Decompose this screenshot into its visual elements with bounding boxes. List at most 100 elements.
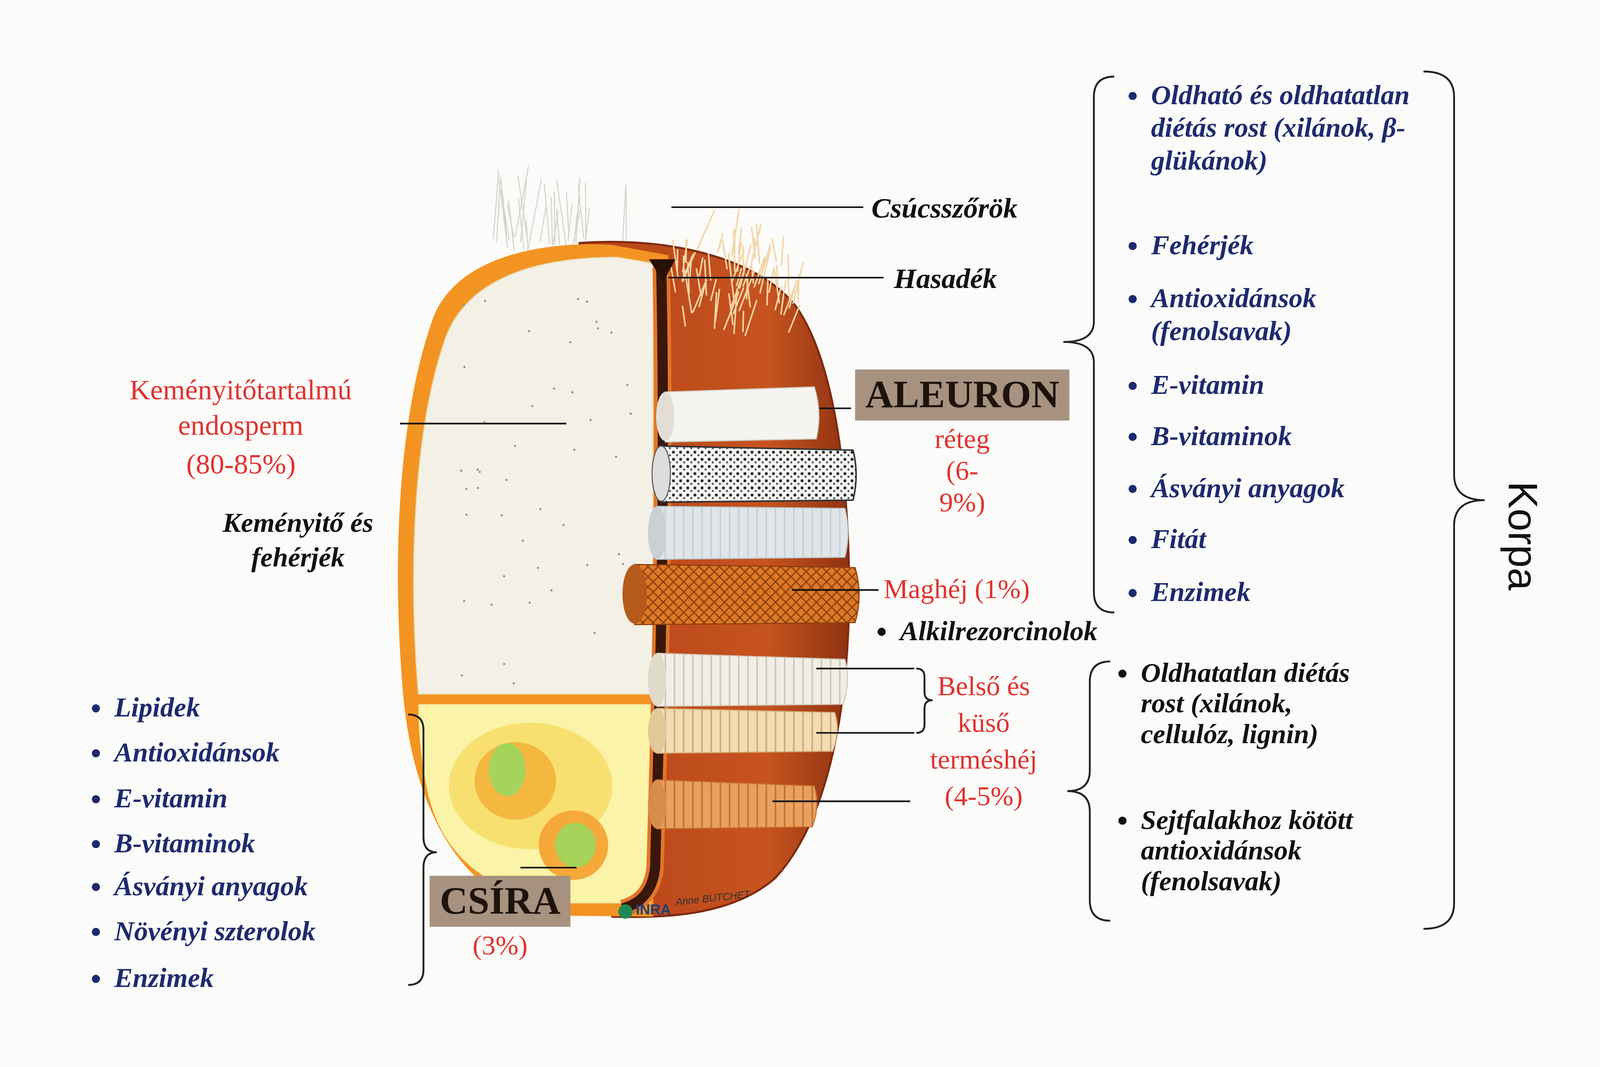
endosperm-dots [484, 299, 487, 302]
percentage: (80-85%) [186, 447, 296, 481]
tip-hairs [775, 286, 782, 310]
bran-layers [657, 708, 838, 754]
tip-hairs [692, 279, 707, 313]
tip-hairs [551, 197, 553, 249]
tip-hairs [708, 252, 711, 281]
tip-hairs [566, 191, 569, 238]
tip-hairs [780, 280, 786, 315]
endosperm-dots [460, 297, 635, 685]
endosperm-dots [626, 383, 629, 386]
percentage: (3%) [472, 929, 528, 961]
list-item: Enzimek [114, 962, 214, 995]
tip-hairs [751, 224, 762, 263]
bran-layers [657, 779, 817, 829]
bran-layers [647, 652, 667, 706]
tip-hairs [507, 203, 515, 238]
list-item: Ásványi anyagok [114, 870, 308, 903]
endosperm-dots [463, 365, 466, 368]
list-item: Ásványi anyagok [1150, 472, 1437, 505]
leader-lines [791, 589, 879, 591]
endosperm-dots [502, 575, 505, 578]
endosperm-dots [500, 514, 503, 517]
leader-lines [520, 866, 577, 869]
bran-layers [652, 445, 671, 501]
list-item: Fitát [1150, 523, 1437, 556]
endosperm-dots [622, 562, 625, 565]
endosperm-dots [536, 566, 539, 569]
tip-hairs [788, 304, 800, 333]
leader-lines [816, 731, 915, 734]
endosperm-dots [539, 507, 542, 510]
tip-hairs [781, 236, 784, 266]
group-label: Korpa [1498, 481, 1547, 590]
list-item: Enzimek [1150, 576, 1437, 610]
brackets [1067, 661, 1111, 921]
brackets [916, 668, 933, 733]
tip-hairs [520, 180, 527, 243]
leader-lines [772, 800, 911, 802]
list-item: Oldható és oldhatatlan diétás rost (xilá… [1150, 79, 1437, 178]
tip-hairs [728, 293, 733, 325]
bran-layers [622, 386, 860, 829]
list-item: Sejtfalakhoz kötött antioxidánsok (fenol… [1140, 804, 1386, 897]
tip-hairs [754, 256, 765, 288]
endosperm-dots [462, 599, 465, 602]
tip-hairs [690, 257, 692, 279]
tip-hairs [493, 176, 499, 240]
tip-hairs [737, 241, 742, 272]
content-note: Keményitő és fehérjék [208, 506, 388, 575]
list-item: E-vitamin [114, 782, 228, 815]
bran-layers [647, 779, 667, 829]
endosperm-dots [552, 387, 555, 390]
tip-hairs [787, 253, 789, 280]
tip-hairs [622, 184, 626, 250]
germ-part [538, 810, 609, 880]
tip-hairs [500, 176, 508, 248]
endosperm-dots [595, 320, 598, 323]
list-item: E-vitamin [1150, 369, 1437, 403]
leader-lines [400, 422, 567, 425]
endosperm-dots [531, 405, 534, 408]
endosperm-dots [527, 330, 530, 333]
tip-hairs [625, 190, 628, 242]
tip-hairs [722, 239, 728, 270]
endosperm-dots [593, 631, 596, 634]
germ [418, 704, 653, 904]
leader-lines [816, 667, 915, 670]
section-box: CSÍRA(3%) [429, 875, 571, 961]
watermark: Anne BUTCHET [675, 888, 751, 909]
part-label: Hasadék [893, 261, 998, 295]
germ-part [555, 822, 596, 868]
tip-hairs [682, 239, 688, 273]
bran-layers [656, 391, 675, 441]
tip-hairs [715, 288, 720, 321]
brackets [1063, 76, 1115, 613]
list-item: B-vitaminok [1150, 420, 1437, 453]
bran-layers [647, 506, 667, 560]
germ-part [488, 742, 526, 796]
tip-hairs [733, 229, 735, 272]
bran-layers [665, 386, 820, 442]
endosperm-dots [476, 486, 479, 489]
part-label: Csúcsszőrök [871, 190, 1018, 225]
endosperm-dots [610, 331, 613, 334]
endosperm-dots [569, 340, 572, 343]
endosperm [413, 257, 654, 694]
bran-layers [657, 506, 848, 560]
endosperm-dots [571, 390, 574, 393]
germ-part [474, 741, 557, 820]
list-item: B-vitaminok [114, 827, 255, 860]
endosperm-dots [550, 588, 553, 591]
tip-hairs [575, 177, 580, 243]
tip-hairs [696, 210, 715, 251]
list-item: Alkilrezorcinolok [900, 615, 1098, 648]
tip-hairs [554, 191, 555, 250]
percentage: réteg (6-9%) [934, 423, 990, 519]
part-label: Maghéj (1%) [883, 573, 1030, 606]
tip-hairs [710, 279, 717, 301]
endosperm-dots [462, 303, 465, 306]
endosperm-dots [528, 601, 531, 604]
tip-hairs [672, 240, 678, 277]
endosperm-dots [465, 513, 468, 516]
